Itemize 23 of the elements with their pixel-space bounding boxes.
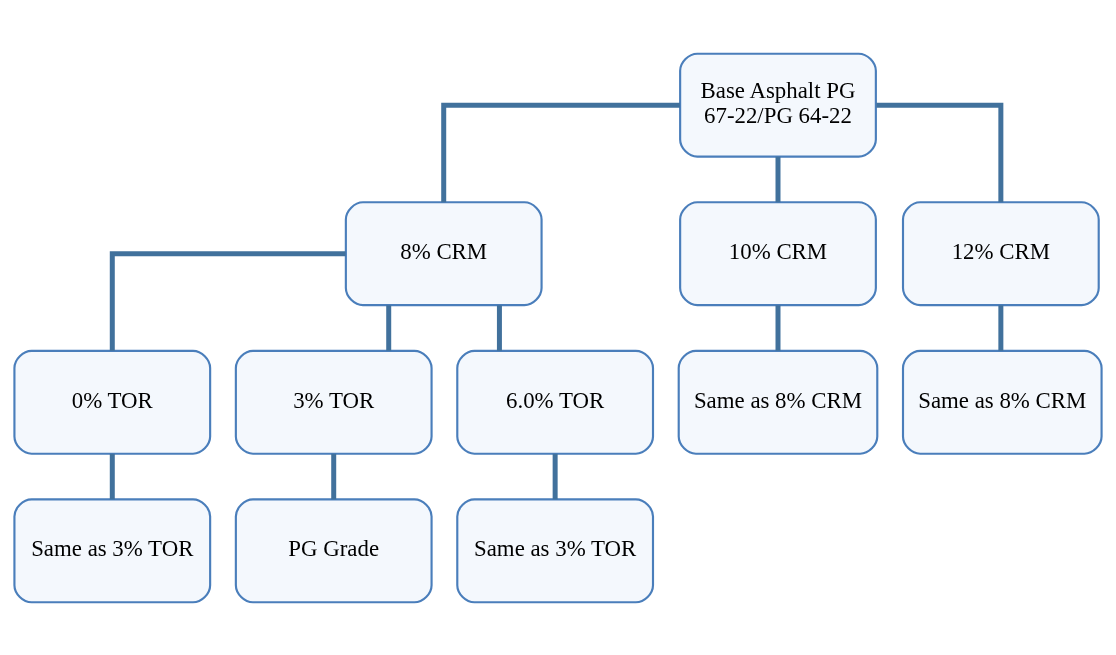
connector bbox=[998, 304, 1004, 351]
node-box: 3% TOR bbox=[234, 349, 433, 455]
node-box: Same as 8% CRM bbox=[901, 349, 1103, 455]
node-box: Same as 3% TOR bbox=[456, 497, 655, 603]
connector bbox=[441, 102, 680, 202]
connector bbox=[496, 304, 502, 351]
connector bbox=[109, 453, 115, 499]
connector bbox=[876, 102, 1004, 202]
node-box: PG Grade bbox=[234, 497, 433, 603]
connector bbox=[331, 453, 337, 499]
node-box: Same as 8% CRM bbox=[677, 349, 879, 455]
node-box: Base Asphalt PG 67-22/PG 64-22 bbox=[679, 52, 877, 158]
connector bbox=[775, 156, 781, 202]
node-box: 8% CRM bbox=[344, 200, 543, 306]
node-box: 0% TOR bbox=[13, 349, 212, 455]
connector bbox=[109, 250, 346, 351]
connector bbox=[552, 453, 558, 499]
node-box: 10% CRM bbox=[679, 200, 877, 306]
node-box: 6.0% TOR bbox=[456, 349, 655, 455]
node-box: 12% CRM bbox=[901, 200, 1100, 306]
node-box: Same as 3% TOR bbox=[13, 497, 212, 603]
connector bbox=[386, 304, 392, 351]
connector bbox=[775, 304, 781, 351]
